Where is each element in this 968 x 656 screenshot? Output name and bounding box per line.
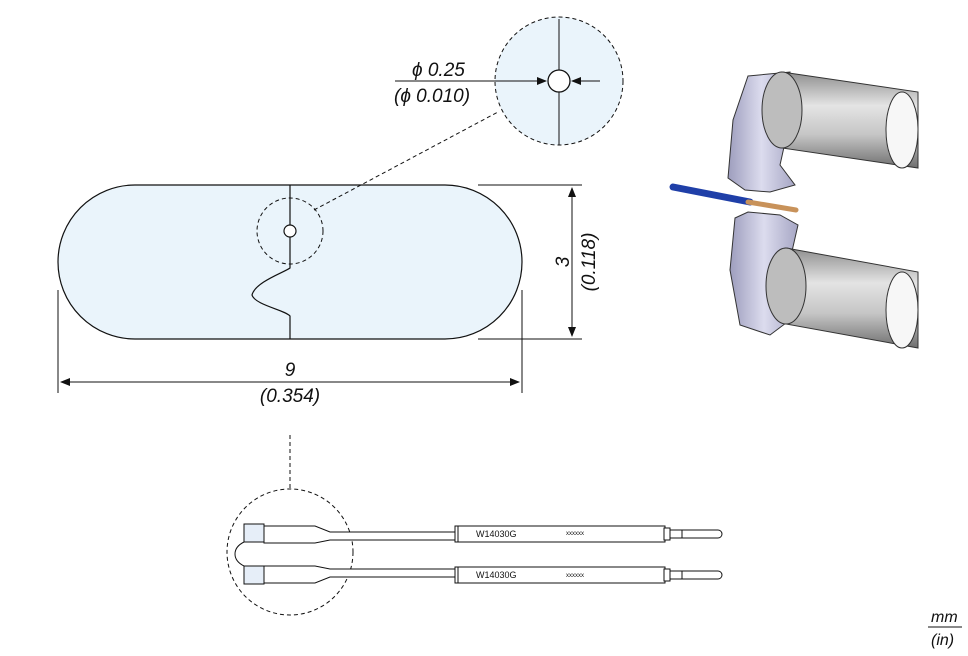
- part-label-upper: W14030G: [476, 529, 517, 539]
- part-label-lower: W14030G: [476, 570, 517, 580]
- part-mark-upper: xxxxxx: [566, 531, 584, 537]
- length-dimension: 9 (0.354): [57, 290, 523, 407]
- hole-detail-view: ϕ 0.25 (ϕ 0.010): [394, 16, 624, 146]
- tip-plan-view: [57, 111, 523, 340]
- hole-dia-mm: ϕ 0.25: [412, 60, 465, 81]
- tweezers-side-view: W14030G xxxxxx W14030G xxxxxx: [226, 435, 723, 616]
- wire-insulation: [669, 183, 754, 206]
- isometric-illustration: [669, 71, 919, 349]
- length-inch: (0.354): [260, 386, 320, 407]
- upper-arm: W14030G xxxxxx: [243, 523, 723, 544]
- width-dimension: 3 (0.118): [478, 184, 600, 340]
- units-note: mm (in): [928, 609, 962, 649]
- hole: [283, 224, 297, 238]
- arm-bend: [234, 541, 245, 567]
- detail-circle-small: [256, 197, 324, 265]
- width-inch: (0.118): [579, 233, 600, 292]
- lower-arm: W14030G xxxxxx: [243, 565, 723, 585]
- split-line: [251, 185, 291, 339]
- width-mm: 3: [553, 256, 574, 267]
- side-detail-circle: [226, 488, 354, 616]
- wire-core: [745, 199, 799, 213]
- units-primary: mm: [931, 609, 958, 626]
- part-mark-lower: xxxxxx: [566, 573, 584, 579]
- units-secondary: (in): [931, 632, 954, 649]
- detail-hole: [547, 69, 571, 93]
- upper-sleeve: [761, 71, 919, 169]
- lower-sleeve: [765, 247, 919, 349]
- length-mm: 9: [285, 360, 296, 381]
- hole-dia-inch: (ϕ 0.010): [394, 86, 470, 107]
